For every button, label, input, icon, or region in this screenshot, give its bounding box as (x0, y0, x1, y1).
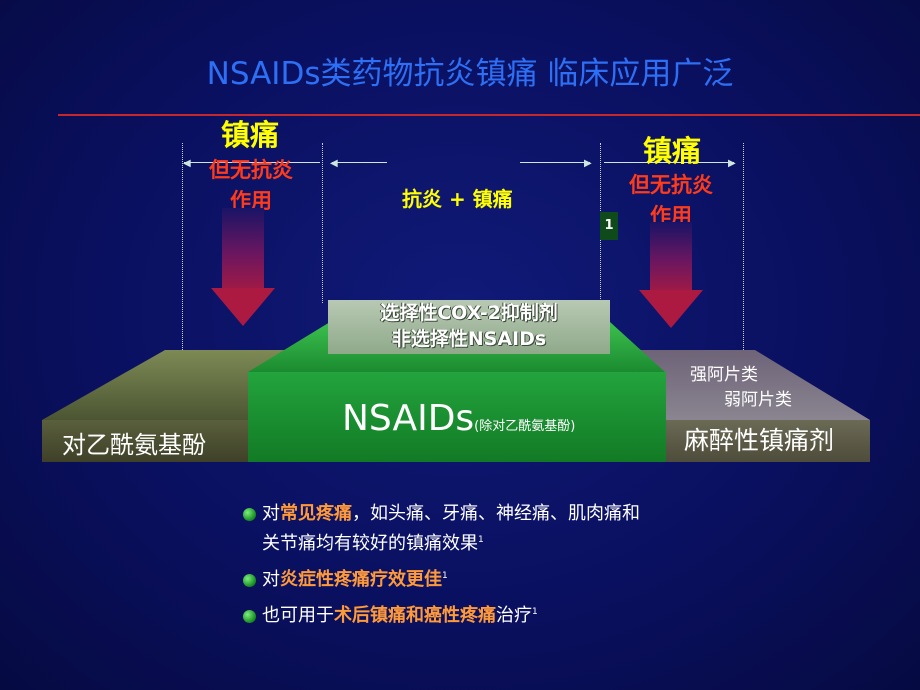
middle-arrowhead-right-icon: ▶ (584, 158, 592, 169)
bullet-3-pre: 也可用于 (262, 605, 334, 626)
bullet-2-pre: 对 (262, 569, 280, 590)
bullet-item-2: 对炎症性疼痛疗效更佳1 (243, 563, 703, 593)
green-platform-front (248, 372, 666, 462)
cox-label-box: 选择性COX-2抑制剂 非选择性NSAIDs (328, 300, 610, 354)
bullet-1-ref: 1 (478, 535, 484, 545)
right-down-arrowhead-icon (639, 290, 703, 328)
middle-arrowhead-left-icon: ◀ (330, 158, 338, 169)
bullet-1-pre: 对 (262, 503, 280, 524)
left-heading: 镇痛 (220, 118, 279, 152)
green-bullet-icon (243, 609, 256, 623)
left-arrowhead-icon: ◀ (183, 158, 191, 169)
middle-span-arrow-right (520, 162, 590, 163)
bullet-2-highlight: 炎症性疼痛疗效更佳 (280, 569, 442, 590)
bullet-1-post: ，如头痛、牙痛、神经痛、肌肉痛和 (352, 503, 640, 524)
bullet-item-1-cont: 关节痛均有较好的镇痛效果1 (243, 527, 703, 557)
middle-span-arrow-left (332, 162, 387, 163)
middle-label: 抗炎 + 镇痛 (402, 187, 513, 211)
nsaids-label-sub: (除对乙酰氨基酚) (474, 419, 576, 434)
right-arrowhead-icon: ▶ (728, 158, 736, 169)
green-bullet-icon (243, 507, 256, 521)
left-span-arrow (184, 162, 320, 163)
left-down-arrow-shaft (222, 208, 264, 290)
green-bullet-icon (243, 573, 256, 587)
bullet-1-highlight: 常见疼痛 (280, 503, 352, 524)
right-slab-top (640, 350, 870, 420)
title-divider (58, 114, 920, 116)
bullet-1-post2: 关节痛均有较好的镇痛效果 (262, 533, 478, 554)
bullet-3-ref: 1 (532, 607, 538, 617)
bullet-list: 对常见疼痛，如头痛、牙痛、神经痛、肌肉痛和 关节痛均有较好的镇痛效果1 对炎症性… (243, 501, 703, 629)
bullet-3-highlight: 术后镇痛和癌性疼痛 (334, 605, 496, 626)
nsaids-label: NSAIDs(除对乙酰氨基酚) (342, 398, 575, 439)
left-down-arrowhead-icon (211, 288, 275, 326)
slide-title: NSAIDs类药物抗炎镇痛 临床应用广泛 (206, 56, 734, 92)
bullet-item-3: 也可用于术后镇痛和癌性疼痛治疗1 (243, 599, 703, 629)
right-sub-line1: 但无抗炎 (629, 173, 713, 197)
right-slab-front (640, 420, 870, 462)
nsaids-label-main: NSAIDs (342, 398, 475, 439)
guide-line-4 (743, 143, 744, 350)
bullet-2-ref: 1 (442, 571, 448, 581)
cox-line-1: 选择性COX-2抑制剂 (380, 302, 558, 324)
left-sub-line1: 但无抗炎 (209, 158, 293, 182)
bullet-3-post: 治疗 (496, 605, 532, 626)
reference-badge: 1 (600, 212, 618, 240)
guide-line-2 (322, 143, 323, 303)
cox-line-2: 非选择性NSAIDs (391, 328, 547, 350)
bullet-item-1: 对常见疼痛，如头痛、牙痛、神经痛、肌肉痛和 (243, 501, 703, 527)
strong-opioid-label: 强阿片类 (690, 365, 758, 385)
guide-line-1 (182, 143, 183, 350)
narcotic-analgesic-label: 麻醉性镇痛剂 (684, 426, 835, 455)
right-down-arrow-shaft (650, 222, 692, 292)
acetaminophen-label: 对乙酰氨基酚 (62, 431, 206, 459)
weak-opioid-label: 弱阿片类 (724, 390, 792, 410)
right-span-arrow (604, 162, 734, 163)
right-heading: 镇痛 (642, 134, 701, 168)
